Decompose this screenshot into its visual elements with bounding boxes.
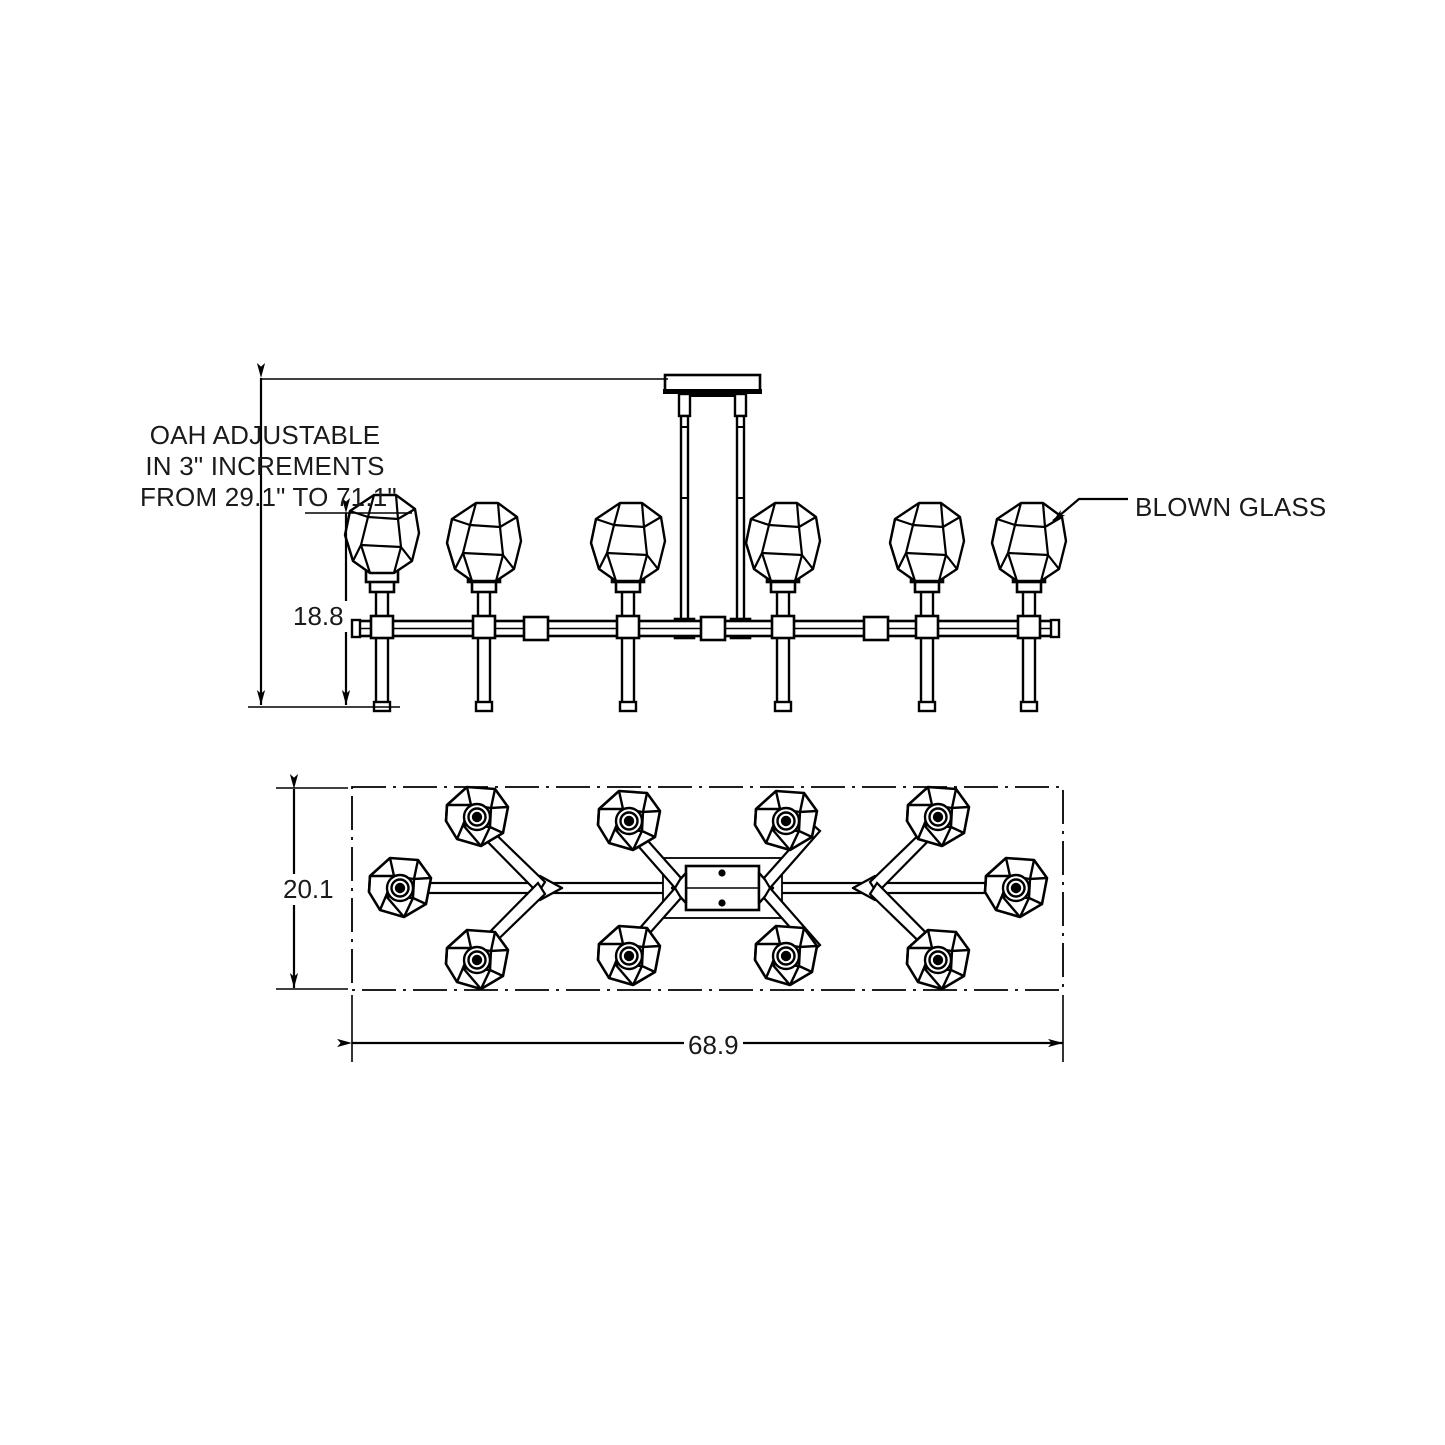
dimension-width: 68.9 <box>684 1030 743 1061</box>
shade-assembly-5 <box>888 501 966 713</box>
plan-shade-right-axial <box>983 856 1049 919</box>
canopy-plate <box>663 373 762 397</box>
shade-assembly-1 <box>343 493 421 713</box>
plan-shade-lower-2 <box>596 924 662 987</box>
oah-adjustable-note: OAH ADJUSTABLE IN 3" INCREMENTS FROM 29.… <box>140 420 397 512</box>
plan-shade-lower-4 <box>905 928 971 991</box>
horizontal-support-bar <box>350 615 1061 642</box>
plan-boundary <box>351 786 1064 991</box>
shade-assembly-2 <box>445 501 523 713</box>
plan-shade-left-axial <box>367 856 433 919</box>
plan-shade-upper-2 <box>596 789 662 852</box>
shade-assembly-3 <box>589 501 667 713</box>
suspension-rods <box>673 392 752 640</box>
blown-glass-label: BLOWN GLASS <box>1135 492 1327 522</box>
plan-center-canopy <box>662 857 783 919</box>
shade-assembly-6 <box>990 501 1068 713</box>
plan-shade-lower-3 <box>753 924 819 987</box>
dimension-depth: 20.1 <box>279 874 338 905</box>
front-elevation-view <box>248 363 1128 713</box>
dimension-shade-drop: 18.8 <box>289 601 348 632</box>
top-plan-view <box>276 774 1064 1062</box>
oah-dimension <box>248 363 668 708</box>
plan-shade-upper-4 <box>905 785 971 848</box>
plan-shade-lower-1 <box>444 928 510 991</box>
blown-glass-leader <box>1052 497 1128 522</box>
shade-assembly-group <box>343 493 1068 713</box>
shade-assembly-4 <box>744 501 822 713</box>
